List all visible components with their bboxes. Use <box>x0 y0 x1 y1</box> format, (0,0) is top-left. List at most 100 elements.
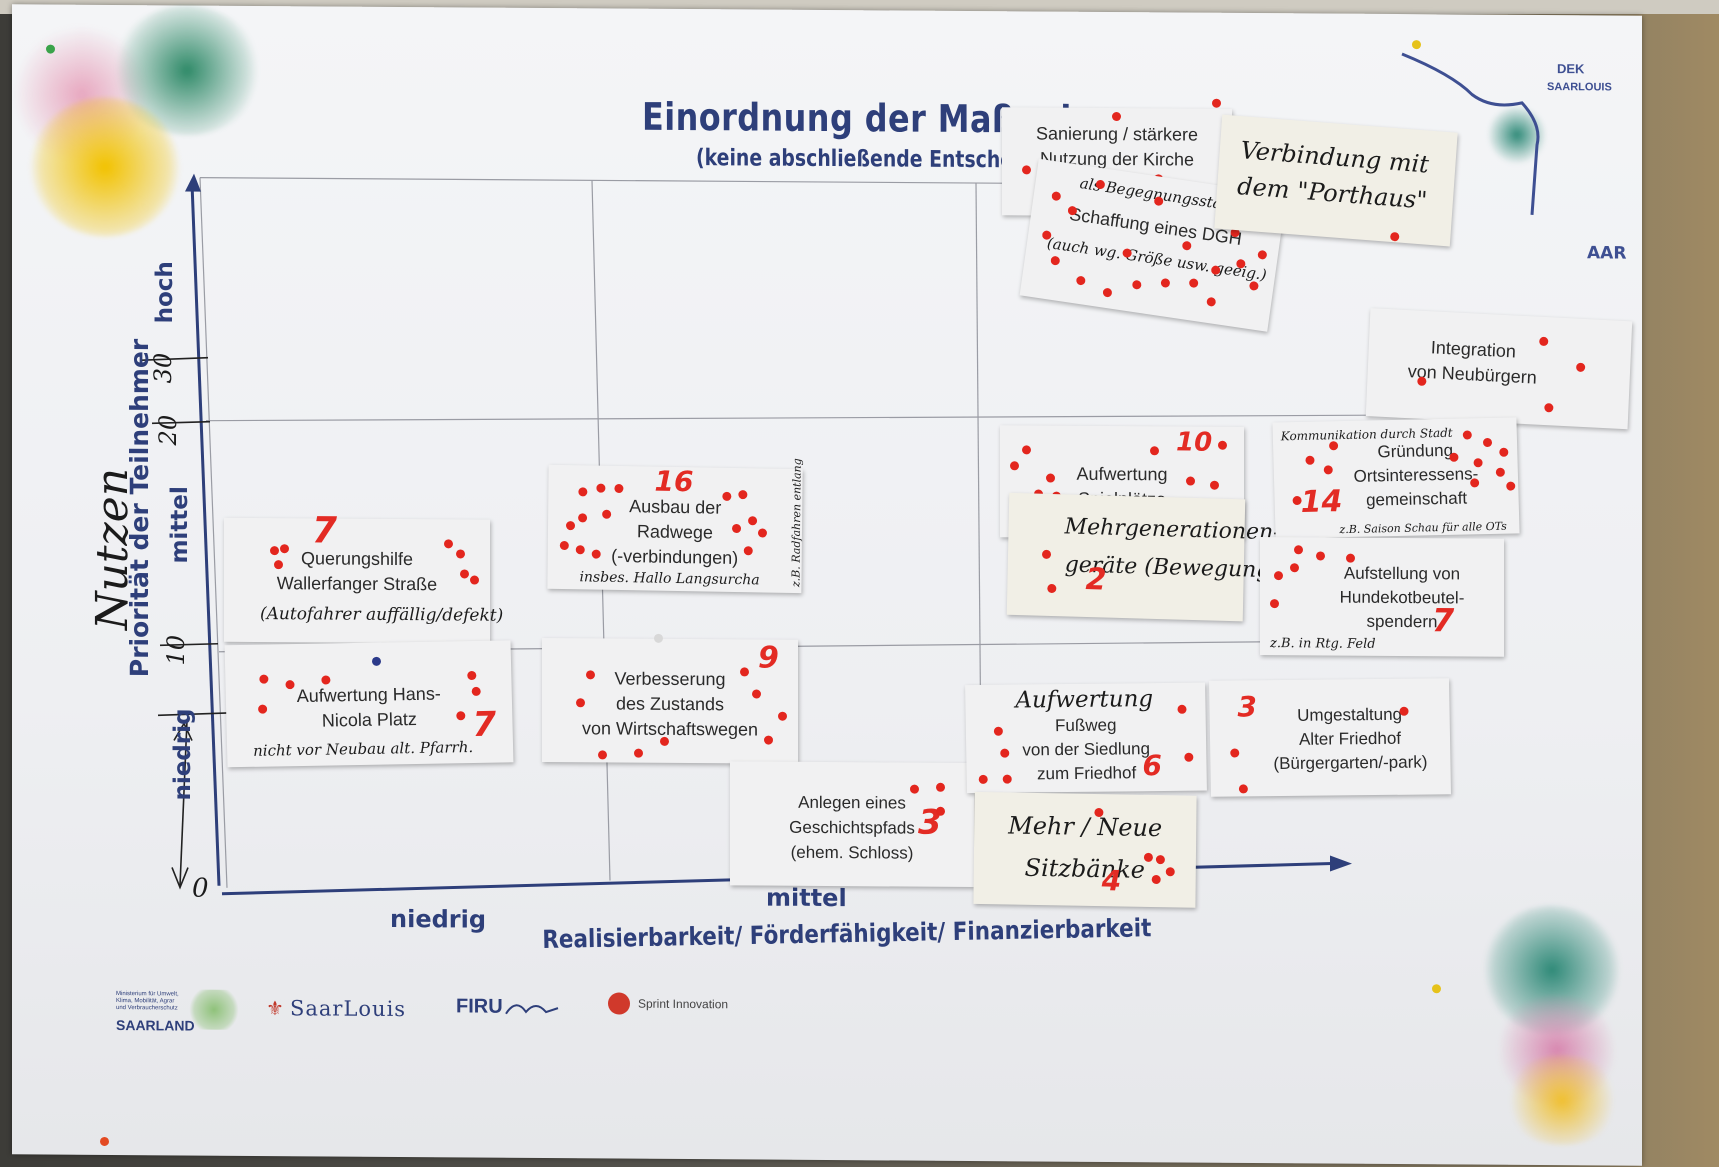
vote-sticker-dot <box>1539 336 1549 347</box>
vote-sticker-dot <box>456 549 465 559</box>
vote-sticker-dot <box>634 748 643 758</box>
note-text: Aufwertung Hans- Nicola Platz <box>296 683 442 731</box>
vote-sticker-dot <box>1544 403 1554 413</box>
y-hand-number-30: 30 <box>149 352 177 384</box>
green-pushpin-icon <box>46 44 55 54</box>
vote-sticker-dot <box>586 670 595 680</box>
note-handwriting: (Autofahrer auffällig/defekt) <box>260 604 504 626</box>
vote-sticker-dot <box>757 528 768 538</box>
vote-sticker-dot <box>1000 748 1010 758</box>
vote-sticker-dot <box>614 483 624 494</box>
vote-sticker-dot <box>1022 445 1031 455</box>
vote-sticker-dot <box>1449 452 1459 462</box>
vote-count: 10 <box>1176 427 1213 458</box>
vote-sticker-dot <box>259 674 269 684</box>
vote-sticker-dot <box>660 736 669 746</box>
vote-sticker-dot <box>993 726 1003 736</box>
vote-sticker-dot <box>743 546 753 556</box>
vote-sticker-dot <box>1188 277 1199 289</box>
vote-sticker-dot <box>1010 461 1019 471</box>
vote-sticker-dot <box>460 569 469 579</box>
vote-sticker-dot <box>1257 249 1268 260</box>
vote-sticker-dot <box>752 689 761 699</box>
vote-sticker-dot <box>285 680 295 690</box>
vote-sticker-dot <box>1473 458 1483 468</box>
vote-sticker-dot <box>722 491 732 501</box>
x-tick-mittel: mittel <box>766 883 847 913</box>
vote-sticker-dot <box>740 667 749 677</box>
firu-logo-icon <box>505 1004 559 1015</box>
vote-sticker-dot <box>1022 165 1031 175</box>
white-pushpin-icon <box>654 633 663 643</box>
vote-sticker-dot <box>1316 551 1325 561</box>
note-text: Gründung Ortsinteressens- gemeinschaft <box>1353 440 1479 510</box>
vote-count: 2 <box>1085 561 1107 598</box>
vote-sticker-dot <box>575 545 585 555</box>
vote-count: 7 <box>472 704 497 745</box>
note-handwriting: z.B. in Rtg. Feld <box>1270 636 1376 652</box>
vote-count: 3 <box>1237 690 1258 724</box>
note-mehrgenerationen: Mehrgenerationen- geräte (Bewegung) 2 <box>1006 492 1281 622</box>
vote-sticker-dot <box>471 686 481 697</box>
note-querungshilfe: Querungshilfe Wallerfanger Straße (Autof… <box>224 510 503 644</box>
note-neubuerger: Integration von Neubürgern <box>1365 308 1633 430</box>
vote-sticker-dot <box>1230 748 1240 758</box>
y-hand-number-20: 20 <box>154 414 182 446</box>
vote-sticker-dot <box>1151 874 1161 885</box>
yellow-pushpin-icon <box>1412 40 1421 50</box>
vote-sticker-dot <box>910 784 919 794</box>
vote-sticker-dot <box>576 698 585 708</box>
vote-sticker-dot <box>738 490 748 500</box>
vote-sticker-dot <box>1218 440 1227 450</box>
y-hand-number-0: 0 <box>192 873 209 904</box>
vote-sticker-dot <box>1150 446 1159 456</box>
vote-sticker-dot <box>559 540 569 551</box>
vote-sticker-dot <box>1212 98 1221 108</box>
vote-sticker-dot <box>731 523 742 534</box>
vote-sticker-dot <box>1102 287 1113 298</box>
note-radwege: Ausbau der Radwege (-verbindungen) insbe… <box>547 458 804 594</box>
vote-sticker-dot <box>1143 852 1153 862</box>
firu-logo-text: FIRU <box>456 995 503 1018</box>
sprint-logo-icon <box>608 992 630 1015</box>
note-text: Querungshilfe Wallerfanger Straße <box>276 548 438 595</box>
vote-sticker-dot <box>936 782 945 792</box>
vote-sticker-dot <box>596 483 606 493</box>
ministry-logo-text: Ministerium für Umwelt, Klima, Mobilität… <box>116 991 179 1012</box>
x-tick-niedrig: niedrig <box>390 904 487 934</box>
y-tick-niedrig: niedrig <box>170 708 196 801</box>
note-top-handwriting: Aufwertung <box>1015 686 1154 714</box>
vote-sticker-dot <box>1389 231 1400 242</box>
note-text: Integration von Neubürgern <box>1407 337 1538 388</box>
blue-pushpin-icon <box>372 656 381 666</box>
vote-sticker-dot <box>764 735 773 745</box>
vote-sticker-dot <box>280 544 289 554</box>
vote-sticker-dot <box>467 670 477 681</box>
matrix-grid <box>141 52 1540 896</box>
y-hand-number-10: 10 <box>162 634 190 666</box>
vote-sticker-dot <box>1575 362 1586 373</box>
vote-sticker-dot <box>1346 553 1355 563</box>
vote-sticker-dot <box>1399 706 1409 716</box>
vote-sticker-dot <box>1046 473 1055 483</box>
note-sitzbaenke: Mehr / Neue Sitzbänke 4 <box>973 791 1197 908</box>
vote-sticker-dot <box>565 521 576 531</box>
note-side-handwriting: z.B. Radfahren entlang <box>789 458 804 588</box>
vote-count: 14 <box>1300 484 1343 520</box>
note-wirtschaftswege: Verbesserung des Zustands von Wirtschaft… <box>542 638 798 764</box>
vote-sticker-dot <box>1112 111 1121 122</box>
sprint-logo-text: Sprint Innovation <box>638 996 729 1012</box>
note-ortsinteressen: Kommunikation durch Stadt Gründung Ortsi… <box>1272 417 1520 539</box>
note-hans-nicola-platz: Aufwertung Hans- Nicola Platz nicht vor … <box>224 640 514 768</box>
vote-sticker-dot <box>1160 277 1171 289</box>
note-fussweg: Aufwertung Fußweg von der Siedlung zum F… <box>965 682 1207 794</box>
vote-sticker-dot <box>274 560 283 570</box>
vote-sticker-dot <box>1248 280 1260 292</box>
note-handwriting: Mehr / Neue Sitzbänke <box>1008 811 1163 884</box>
vote-sticker-dot <box>456 711 466 721</box>
vote-count: 7 <box>1432 601 1455 640</box>
vote-sticker-dot <box>1328 441 1339 451</box>
vote-sticker-dot <box>1047 583 1057 594</box>
vote-sticker-dot <box>1184 752 1194 762</box>
vote-count: 4 <box>1101 864 1122 898</box>
